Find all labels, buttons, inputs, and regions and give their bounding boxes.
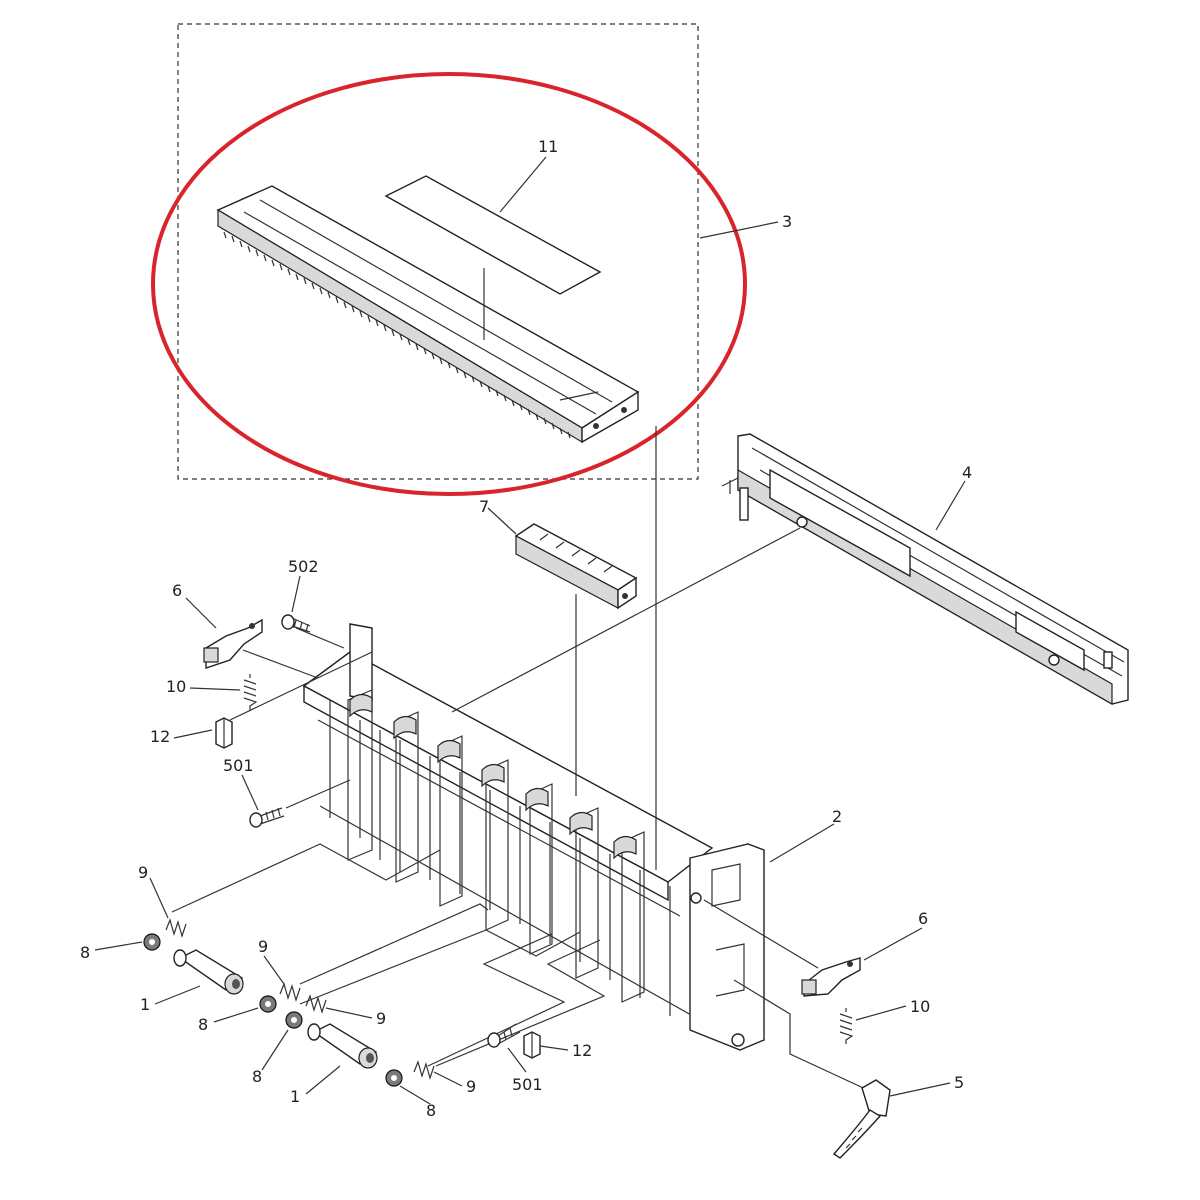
part-8-bushing-3: [285, 1011, 303, 1029]
callout-1-right: 1: [290, 1087, 300, 1106]
callout-9-2: 9: [258, 937, 268, 956]
part-9-spring-2: [279, 982, 301, 1003]
callout-12-right: 12: [572, 1041, 592, 1060]
part-501-screw-right: [487, 1023, 521, 1048]
callout-8-3: 8: [252, 1067, 262, 1086]
part-2-main-frame: [302, 623, 765, 1051]
callout-8-1: 8: [80, 943, 90, 962]
part-6-latch-left: [203, 618, 263, 669]
part-9-spring-3: [305, 994, 327, 1015]
callout-501-right: 501: [512, 1075, 543, 1094]
callout-10-right: 10: [910, 997, 930, 1016]
part-9-spring-4: [413, 1060, 435, 1081]
callout-labels: 11 3 4 7 502 6 10 12 501 2 9 6 8 9 1 8 9…: [80, 137, 972, 1120]
callout-9-4: 9: [466, 1077, 476, 1096]
callout-4: 4: [962, 463, 972, 482]
part-1-roller-right: [307, 1023, 378, 1069]
callout-502: 502: [288, 557, 319, 576]
part-501-screw-left: [249, 807, 285, 828]
part-8-bushing-1: [143, 933, 161, 951]
part-7-block: [514, 523, 638, 610]
part-502-screw: [281, 614, 311, 633]
callout-8-4: 8: [426, 1101, 436, 1120]
part-6-latch-right: [801, 957, 861, 997]
part-1-roller-left: [173, 949, 244, 995]
callout-12-left: 12: [150, 727, 170, 746]
part-10-spring-left: [243, 674, 258, 710]
callout-6-left: 6: [172, 581, 182, 600]
callout-9-3: 9: [376, 1009, 386, 1028]
part-3-tray-cover: [216, 185, 640, 444]
part-9-spring-1: [165, 918, 187, 939]
part-8-bushing-4: [385, 1069, 403, 1087]
callout-11: 11: [538, 137, 558, 156]
callout-5: 5: [954, 1073, 964, 1092]
part-10-spring-right: [839, 1008, 854, 1044]
callout-7: 7: [479, 497, 489, 516]
part-4-rail: [721, 433, 1129, 706]
part-11-label: [384, 175, 602, 295]
callout-9-1: 9: [138, 863, 148, 882]
part-12-block-right: [523, 1031, 541, 1059]
highlight-ellipse: [151, 72, 747, 496]
callout-10-left: 10: [166, 677, 186, 696]
part-8-bushing-2: [259, 995, 277, 1013]
subassembly-3-dashed-box: [177, 23, 699, 480]
callout-6-right: 6: [918, 909, 928, 928]
callout-501-left: 501: [223, 756, 254, 775]
callout-1-left: 1: [140, 995, 150, 1014]
part-12-block-left: [215, 717, 233, 749]
callout-8-2: 8: [198, 1015, 208, 1034]
callout-3: 3: [782, 212, 792, 231]
callout-2: 2: [832, 807, 842, 826]
part-5-lever: [832, 1079, 891, 1159]
callout-leaders: [94, 156, 966, 1105]
